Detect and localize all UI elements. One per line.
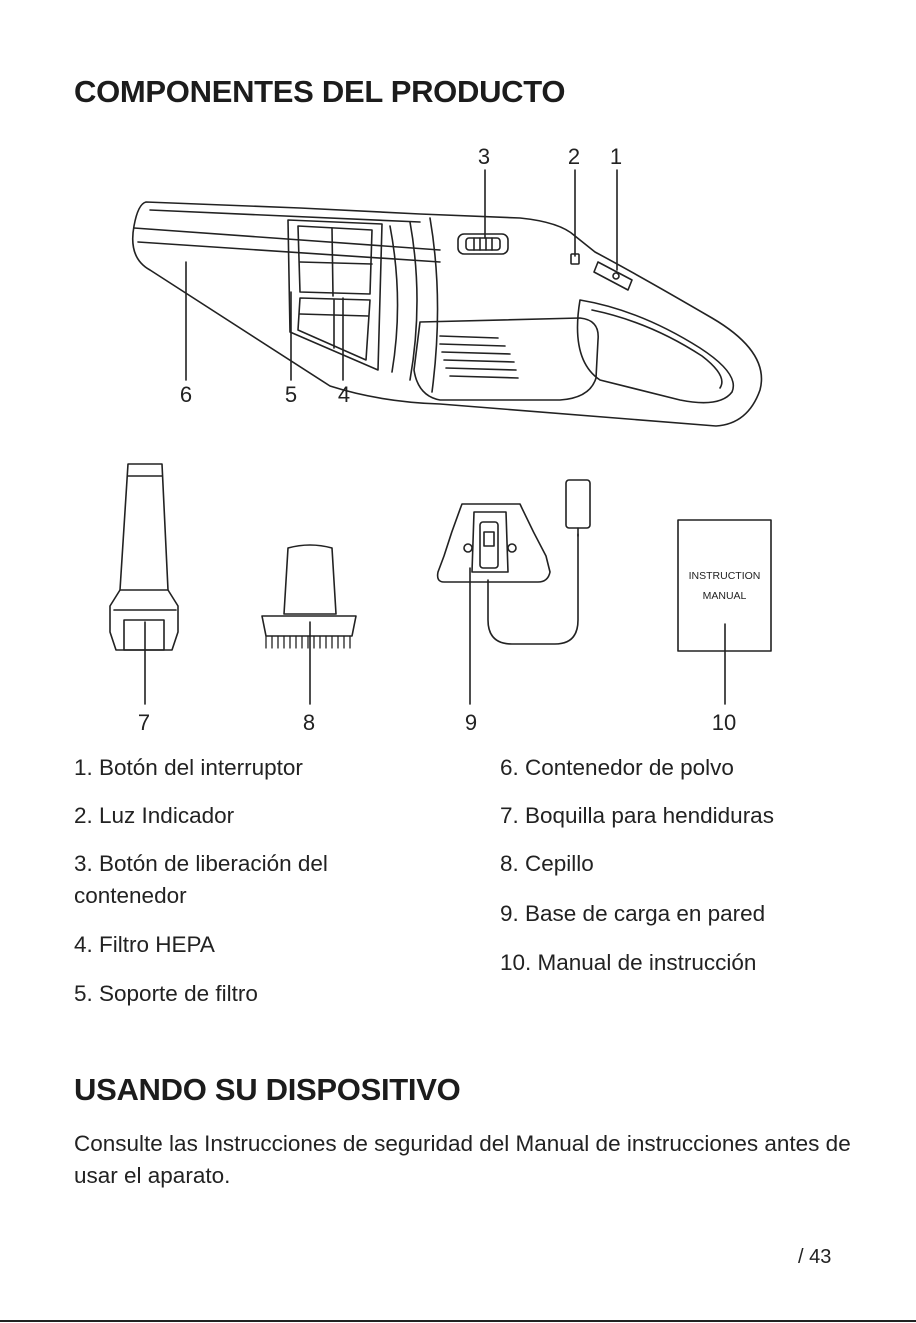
list-item: 10. Manual de instrucción [500, 950, 757, 975]
list-item: 3. Botón de liberación del [74, 851, 328, 876]
page-title: COMPONENTES DEL PRODUCTO [74, 74, 566, 109]
crevice-nozzle-icon [109, 463, 179, 651]
list-item: 7. Boquilla para hendiduras [500, 803, 774, 828]
callout-2: 2 [568, 144, 580, 169]
callout-6: 6 [180, 382, 192, 407]
manual-label-line2: MANUAL [703, 590, 747, 602]
list-item: 9. Base de carga en pared [500, 901, 766, 926]
page-number: / 43 [798, 1246, 832, 1268]
brush-icon [261, 544, 357, 649]
list-item: 4. Filtro HEPA [74, 932, 215, 957]
intro-paragraph: Consulte las Instrucciones de seguridad … [74, 1131, 851, 1188]
list-item: 2. Luz Indicador [74, 803, 235, 828]
list-item: 5. Soporte de filtro [74, 981, 258, 1006]
list-item: 1. Botón del interruptor [74, 755, 303, 780]
callout-1: 1 [610, 144, 622, 169]
callout-10: 10 [712, 710, 736, 735]
wall-charging-base-icon [436, 503, 579, 645]
manual-label-line1: INSTRUCTION [689, 570, 761, 582]
callout-5: 5 [285, 382, 297, 407]
power-adapter-icon [565, 479, 591, 537]
list-item: 6. Contenedor de polvo [500, 755, 734, 780]
product-components-diagram: INSTRUCTION MANUAL 1 2 3 4 5 6 7 8 9 10 [109, 144, 772, 735]
bottom-divider [0, 1320, 916, 1322]
callout-3: 3 [478, 144, 490, 169]
callout-7: 7 [138, 710, 150, 735]
list-item: 8. Cepillo [500, 851, 594, 876]
list-item: contenedor [74, 883, 187, 908]
handheld-vacuum-icon [131, 201, 763, 427]
section-title: USANDO SU DISPOSITIVO [74, 1072, 461, 1107]
callout-8: 8 [303, 710, 315, 735]
callout-9: 9 [465, 710, 477, 735]
callout-4: 4 [338, 382, 350, 407]
